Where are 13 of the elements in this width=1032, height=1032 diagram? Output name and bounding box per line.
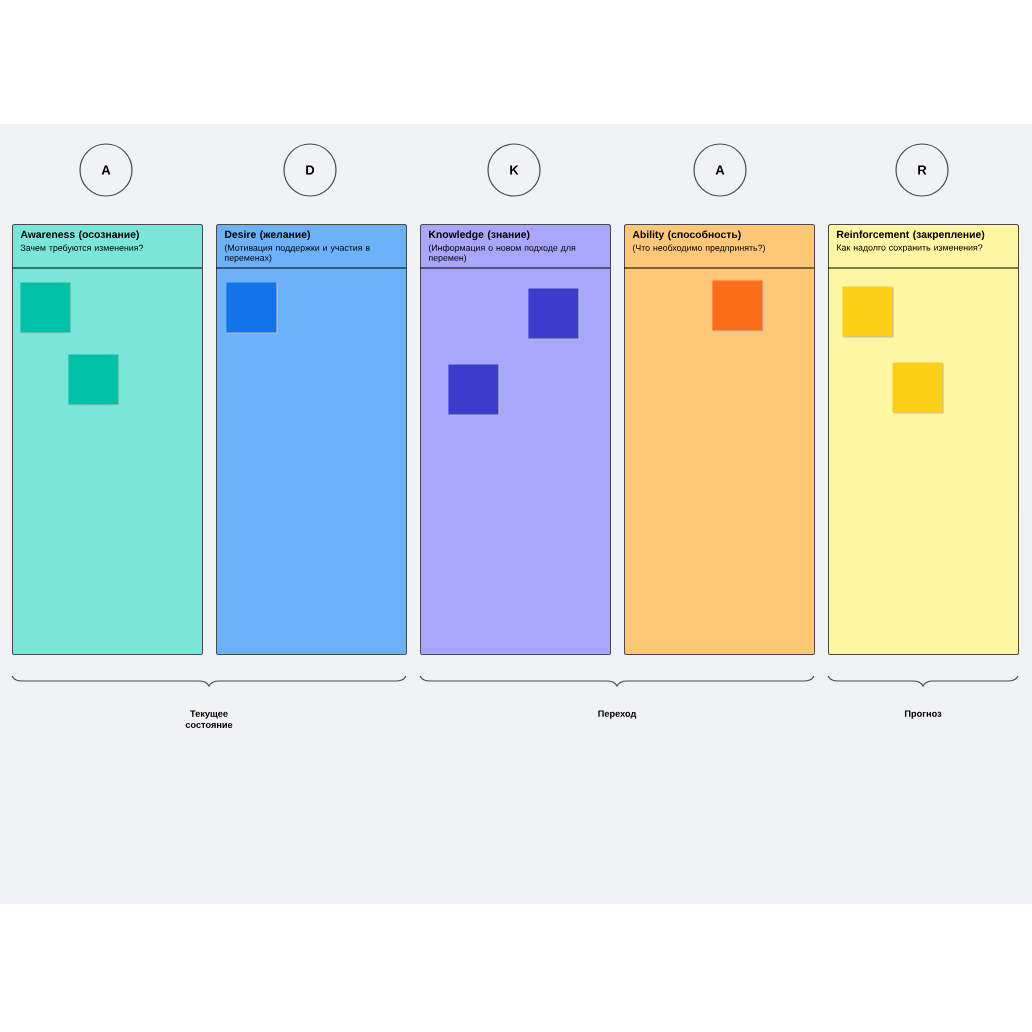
- column-panel: [215, 224, 407, 655]
- sticky-note: [20, 282, 72, 334]
- column-panel: [827, 224, 1019, 655]
- column-panel: [623, 224, 815, 655]
- sticky-note: [842, 286, 894, 338]
- column-panel: [419, 224, 611, 655]
- sticky-note: [68, 354, 120, 406]
- sticky-note: [712, 280, 764, 332]
- sticky-note: [892, 362, 944, 414]
- column-panel: [11, 224, 203, 655]
- sticky-note: [448, 364, 500, 416]
- sticky-note: [528, 288, 580, 340]
- sticky-note: [226, 282, 278, 334]
